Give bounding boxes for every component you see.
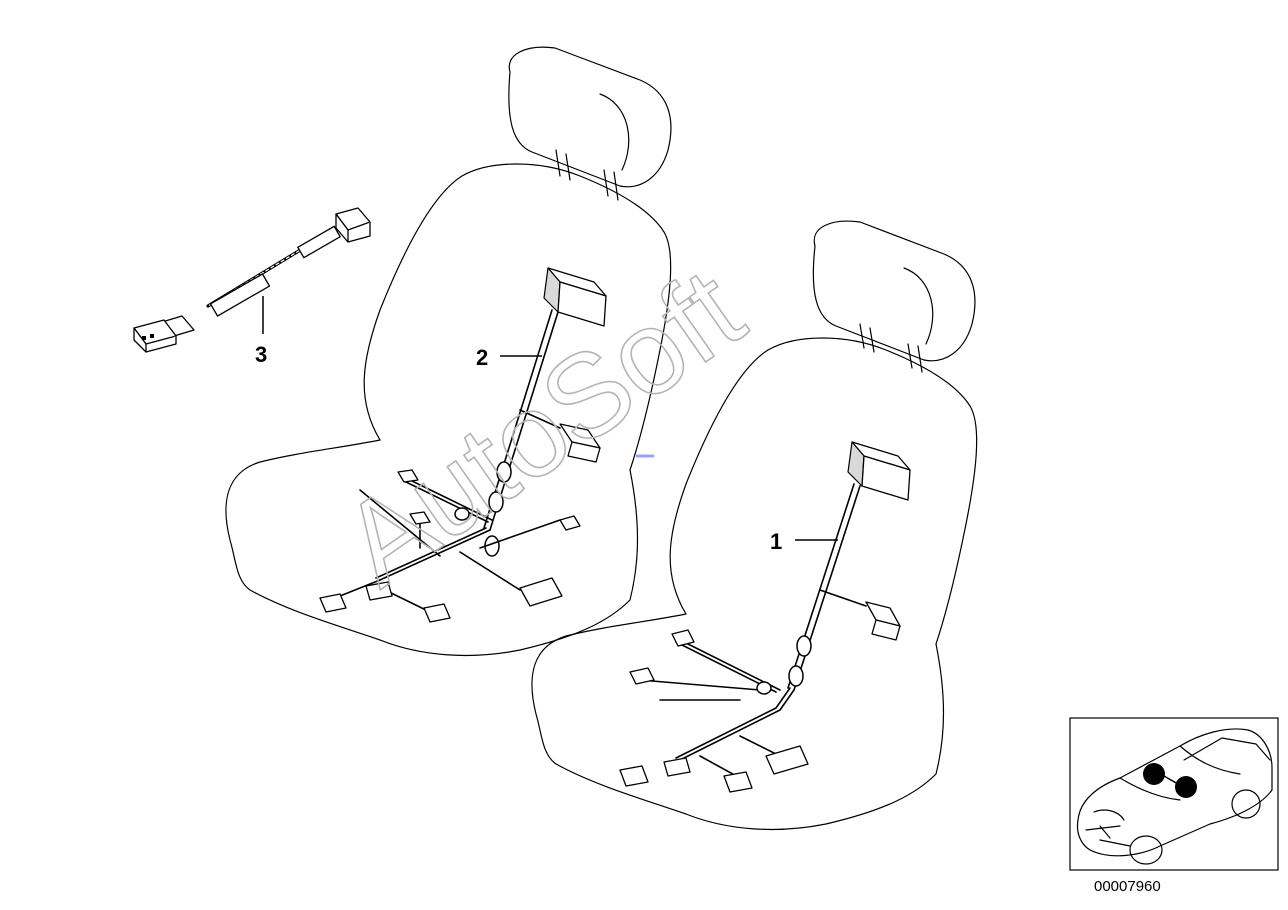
left-seat-outline <box>225 46 672 657</box>
seat-harness-1 <box>619 441 911 793</box>
right-seat-outline <box>531 220 978 831</box>
adapter-cable-3 <box>133 207 371 353</box>
seat-harness-2 <box>319 267 607 623</box>
callout-2: 2 <box>476 345 542 370</box>
callout-1-label: 1 <box>770 529 782 554</box>
inset-car-thumbnail <box>1069 717 1279 871</box>
callout-3: 3 <box>255 296 267 367</box>
inset-marker-rear-seat <box>1175 776 1197 798</box>
watermark-text: AutoSoft <box>319 244 765 612</box>
callout-3-label: 3 <box>255 342 267 367</box>
inset-marker-front-seat <box>1143 763 1165 785</box>
callout-2-label: 2 <box>476 345 488 370</box>
reference-id: 00007960 <box>1094 878 1161 895</box>
callout-1: 1 <box>770 529 838 554</box>
